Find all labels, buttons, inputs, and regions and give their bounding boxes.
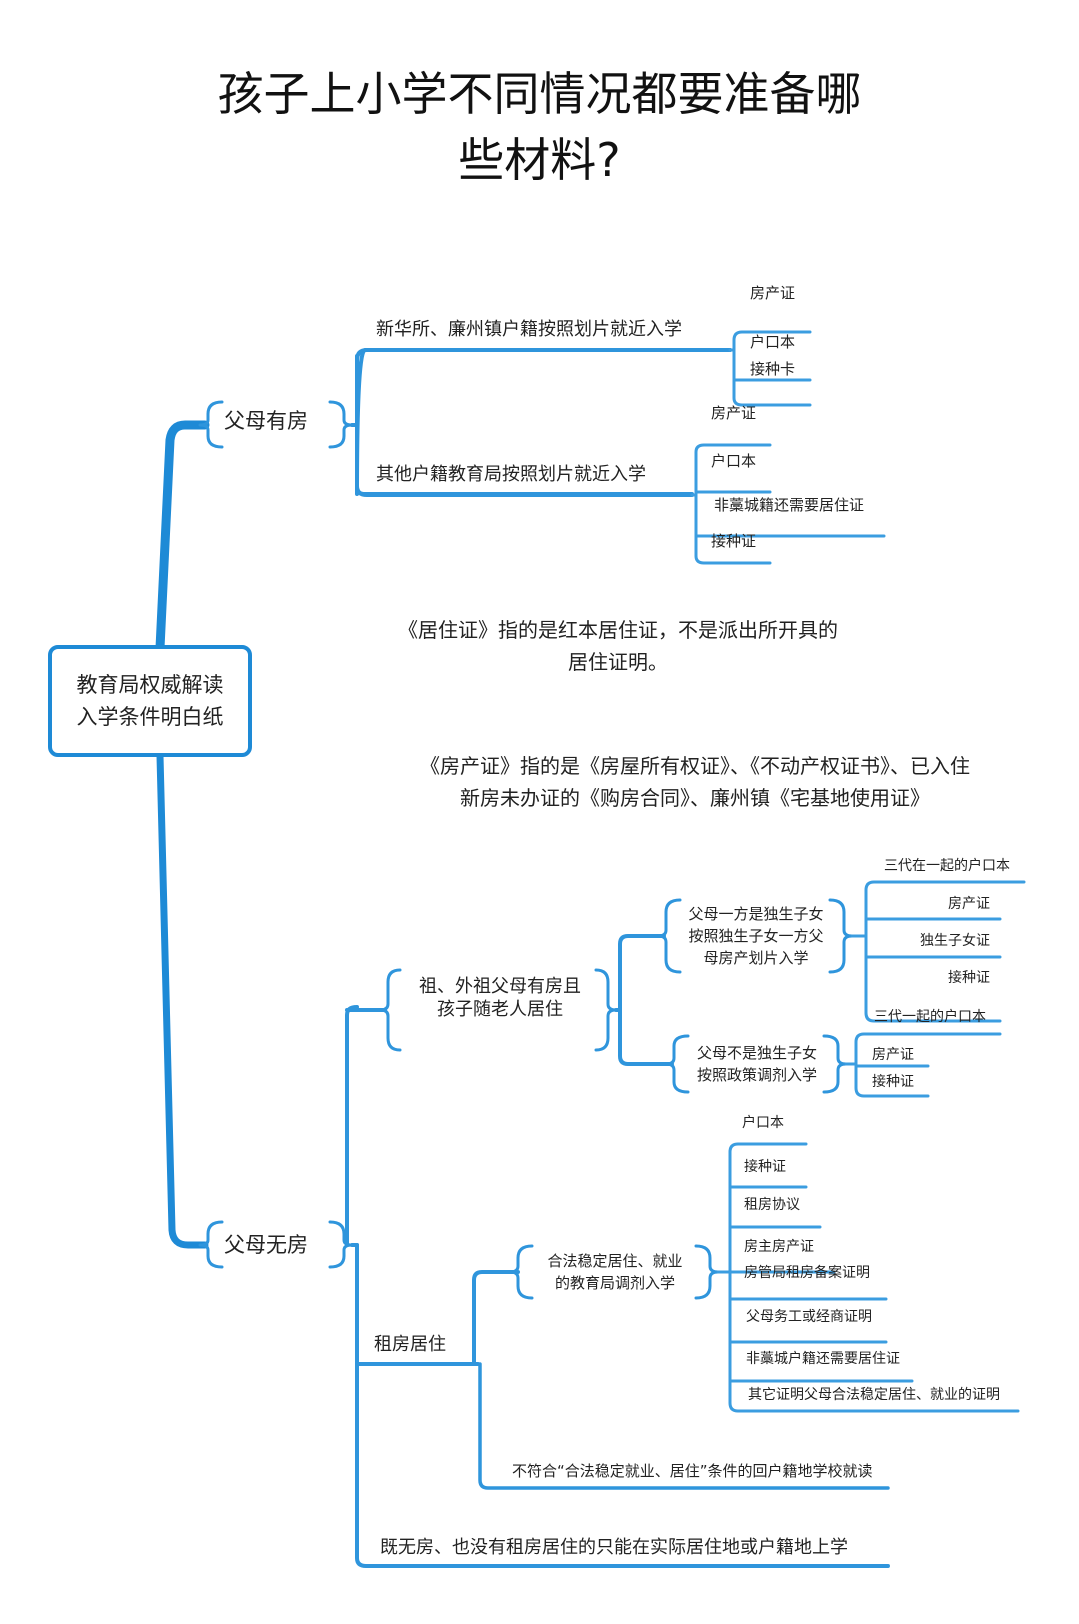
leaf-item: 房产证 [948, 896, 990, 912]
note-property-line1: 《房产证》指的是《房屋所有权证》、《不动产权证书》、已入住 [420, 754, 970, 778]
node-not-only-child-line2: 按照政策调剂入学 [696, 1066, 817, 1084]
node-grandparents-line1: 祖、外祖父母有房且 [419, 976, 581, 997]
node-legal-line2: 的教育局调剂入学 [554, 1274, 675, 1292]
node-no-house[interactable]: 父母无房 [224, 1233, 308, 1257]
node-not-only-child[interactable]: 父母不是独生子女 按照政策调剂入学 [684, 1042, 830, 1086]
root-line2: 入学条件明白纸 [76, 705, 224, 729]
node-renting[interactable]: 租房居住 [374, 1334, 446, 1355]
node-legal-line1: 合法稳定居住、就业 [547, 1252, 683, 1270]
note-residence-permit: 《居住证》指的是红本居住证，不是派出所开具的 居住证明。 [368, 614, 868, 678]
note-property-line2: 新房未办证的《购房合同》、廉州镇《宅基地使用证》 [460, 786, 930, 810]
page-title-line2: 些材料? [458, 133, 621, 187]
leaf-item: 父母务工或经商证明 [746, 1309, 872, 1325]
leaf-item: 接种证 [948, 970, 990, 986]
trunk-down [156, 752, 209, 1249]
node-only-child-line2: 按照独生子女一方父 [688, 927, 824, 945]
node-other-hukou[interactable]: 其他户籍教育局按照划片就近入学 [376, 464, 646, 485]
note-property-cert: 《房产证》指的是《房屋所有权证》、《不动产权证书》、已入住 新房未办证的《购房合… [365, 750, 1025, 814]
node-legal-residence[interactable]: 合法稳定居住、就业 的教育局调剂入学 [530, 1250, 700, 1294]
leaf-item: 户口本 [750, 333, 796, 351]
brace-right [328, 400, 354, 449]
note-residence-line1: 《居住证》指的是红本居住证，不是派出所开具的 [398, 618, 838, 642]
leaf-item: 非藁城户籍还需要居住证 [746, 1351, 900, 1367]
note-residence-line2: 居住证明。 [568, 650, 668, 674]
leaf-item: 其它证明父母合法稳定居住、就业的证明 [748, 1387, 1000, 1403]
leaf-item: 三代一起的户口本 [874, 1009, 986, 1025]
root-line1: 教育局权威解读 [76, 673, 224, 697]
leaf-item: 房主房产证 [744, 1239, 814, 1255]
node-has-house[interactable]: 父母有房 [224, 409, 308, 433]
leaf-item: 接种证 [872, 1074, 914, 1090]
node-only-child-line1: 父母一方是独生子女 [688, 905, 824, 923]
node-not-only-child-line1: 父母不是独生子女 [696, 1044, 817, 1062]
leaf-item: 租房协议 [744, 1197, 800, 1213]
leaf-item: 户口本 [742, 1115, 784, 1131]
leaf-item: 房管局租房备案证明 [744, 1265, 870, 1281]
node-no-house-no-rent[interactable]: 既无房、也没有租房居住的只能在实际居住地或户籍地上学 [380, 1537, 848, 1558]
node-only-child[interactable]: 父母一方是独生子女 按照独生子女一方父 母房产划片入学 [678, 903, 834, 969]
leaf-item: 房产证 [750, 284, 796, 302]
brace-left [198, 400, 224, 449]
node-only-child-line3: 母房产划片入学 [703, 949, 809, 967]
node-xinhua-lianzhou[interactable]: 新华所、廉州镇户籍按照划片就近入学 [376, 319, 682, 340]
leaf-item: 接种卡 [750, 360, 796, 378]
leaf-item: 独生子女证 [920, 933, 990, 949]
node-grandparents[interactable]: 祖、外祖父母有房且 孩子随老人居住 [400, 975, 600, 1022]
leaf-item: 接种证 [711, 532, 757, 550]
leaf-item: 房产证 [872, 1047, 914, 1063]
leaf-item: 非藁城籍还需要居住证 [714, 496, 865, 514]
page-title-line1: 孩子上小学不同情况都要准备哪 [217, 67, 862, 121]
leaf-item: 三代在一起的户口本 [884, 858, 1010, 874]
leaf-item: 接种证 [744, 1159, 786, 1175]
leaf-item: 房产证 [711, 404, 757, 422]
trunk-up [155, 420, 210, 653]
leaf-item: 户口本 [711, 452, 757, 470]
root-node[interactable]: 教育局权威解读 入学条件明白纸 [48, 645, 252, 757]
node-grandparents-line2: 孩子随老人居住 [437, 999, 563, 1021]
node-not-legal[interactable]: 不符合“合法稳定就业、居住”条件的回户籍地学校就读 [512, 1462, 873, 1480]
